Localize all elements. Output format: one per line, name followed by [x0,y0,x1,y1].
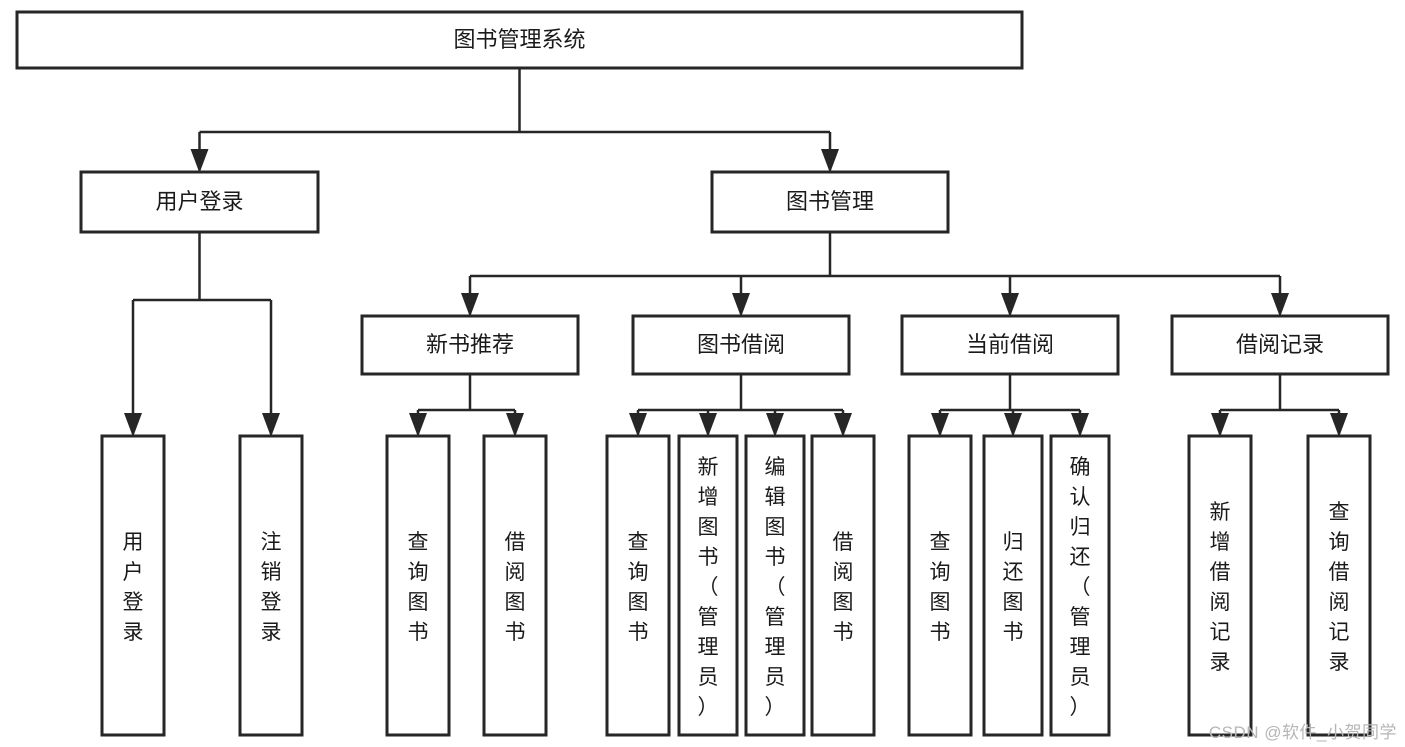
node-label: 用户登录 [155,189,243,214]
node-box [79,170,320,234]
node-label: 查询图书 [930,531,951,644]
node-label: 借阅图书 [505,531,526,644]
node-borrow-record[interactable]: 借阅记录 [1170,314,1390,376]
node-box [900,314,1120,376]
node-box [710,170,950,234]
node-leaf-confirm-return[interactable]: 确认归还（管理员） [1049,434,1111,737]
node-label: 图书管理系统 [453,27,585,52]
node-leaf-query-book-3[interactable]: 查询图书 [907,434,973,737]
node-box [100,434,166,737]
node-label: 编辑图书（管理员） [765,456,786,719]
node-leaf-return-book[interactable]: 归还图书 [982,434,1044,737]
node-box [982,434,1044,737]
node-label: 新增借阅记录 [1210,501,1231,674]
node-box [1170,314,1390,376]
node-leaf-borrow-book-2[interactable]: 借阅图书 [810,434,876,737]
node-label: 用户登录 [123,531,144,644]
node-label: 查询借阅记录 [1329,501,1350,674]
node-box [744,434,806,737]
node-box [1187,434,1253,737]
node-box [1306,434,1372,737]
node-label: 归还图书 [1003,531,1024,644]
node-label: 新书推荐 [426,332,514,357]
node-box [907,434,973,737]
node-leaf-query-record[interactable]: 查询借阅记录 [1306,434,1372,737]
node-user-login[interactable]: 用户登录 [79,170,320,234]
node-label: 查询图书 [408,531,429,644]
node-box [360,314,580,376]
node-box [238,434,304,737]
node-leaf-borrow-book-1[interactable]: 借阅图书 [482,434,548,737]
node-leaf-add-record[interactable]: 新增借阅记录 [1187,434,1253,737]
node-book-manage[interactable]: 图书管理 [710,170,950,234]
node-book-borrow[interactable]: 图书借阅 [631,314,851,376]
node-label: 当前借阅 [966,332,1054,357]
node-label: 确认归还（管理员） [1070,456,1091,719]
node-root[interactable]: 图书管理系统 [15,10,1024,70]
node-box [385,434,451,737]
node-label: 图书借阅 [697,332,785,357]
node-box [605,434,671,737]
node-box [810,434,876,737]
node-box [482,434,548,737]
node-box [15,10,1024,70]
node-label: 借阅记录 [1236,332,1324,357]
node-current-borrow[interactable]: 当前借阅 [900,314,1120,376]
node-leaf-query-book-2[interactable]: 查询图书 [605,434,671,737]
node-box [631,314,851,376]
node-label: 新增图书（管理员） [698,456,719,719]
node-leaf-user-login[interactable]: 用户登录 [100,434,166,737]
node-box [1049,434,1111,737]
node-new-book-recommend[interactable]: 新书推荐 [360,314,580,376]
node-leaf-edit-book[interactable]: 编辑图书（管理员） [744,434,806,737]
node-label: 借阅图书 [833,531,854,644]
node-label: 查询图书 [628,531,649,644]
node-label: 注销登录 [261,531,282,644]
watermark-text: CSDN @软件_小贺同学 [1208,723,1397,742]
node-leaf-query-book-1[interactable]: 查询图书 [385,434,451,737]
node-box [677,434,739,737]
node-leaf-user-logout[interactable]: 注销登录 [238,434,304,737]
node-label: 图书管理 [786,189,874,214]
node-leaf-add-book[interactable]: 新增图书（管理员） [677,434,739,737]
